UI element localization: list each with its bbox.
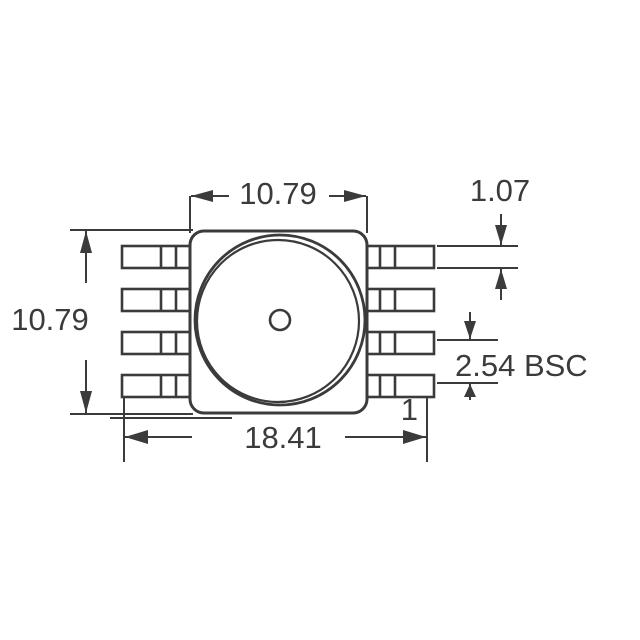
dimension-label-body-width: 10.79 [239,176,317,211]
dimension-label-lead-pitch: 2.54 BSC [455,348,588,383]
dimension-body-width: 10.79 [189,176,368,233]
leads-right-group [360,244,436,399]
pin-one-identifier: 1 [401,392,418,427]
lead-left-3 [120,330,196,356]
lead-right-4 [360,373,436,399]
dimension-label-lead-thickness: 1.07 [470,173,530,208]
lead-left-4 [120,373,196,399]
dimension-lead-pitch: 2.54 BSC [437,312,588,400]
lead-right-3 [360,330,436,356]
center-vent-hole [268,308,292,332]
dimension-label-overall-width: 18.41 [244,420,322,455]
dimension-overall-width: 18.41 [110,398,428,462]
dimension-lead-thickness: 1.07 [437,173,530,300]
lead-left-1 [120,244,196,270]
pressure-port-circle [193,233,367,407]
lead-left-2 [120,287,196,313]
lead-right-1 [360,244,436,270]
dimension-label-pin-one: 1 [401,392,418,427]
dimension-label-body-height: 10.79 [11,302,89,337]
lead-right-2 [360,287,436,313]
dimension-body-height: 10.79 [11,229,193,415]
leads-left-group [120,244,196,399]
